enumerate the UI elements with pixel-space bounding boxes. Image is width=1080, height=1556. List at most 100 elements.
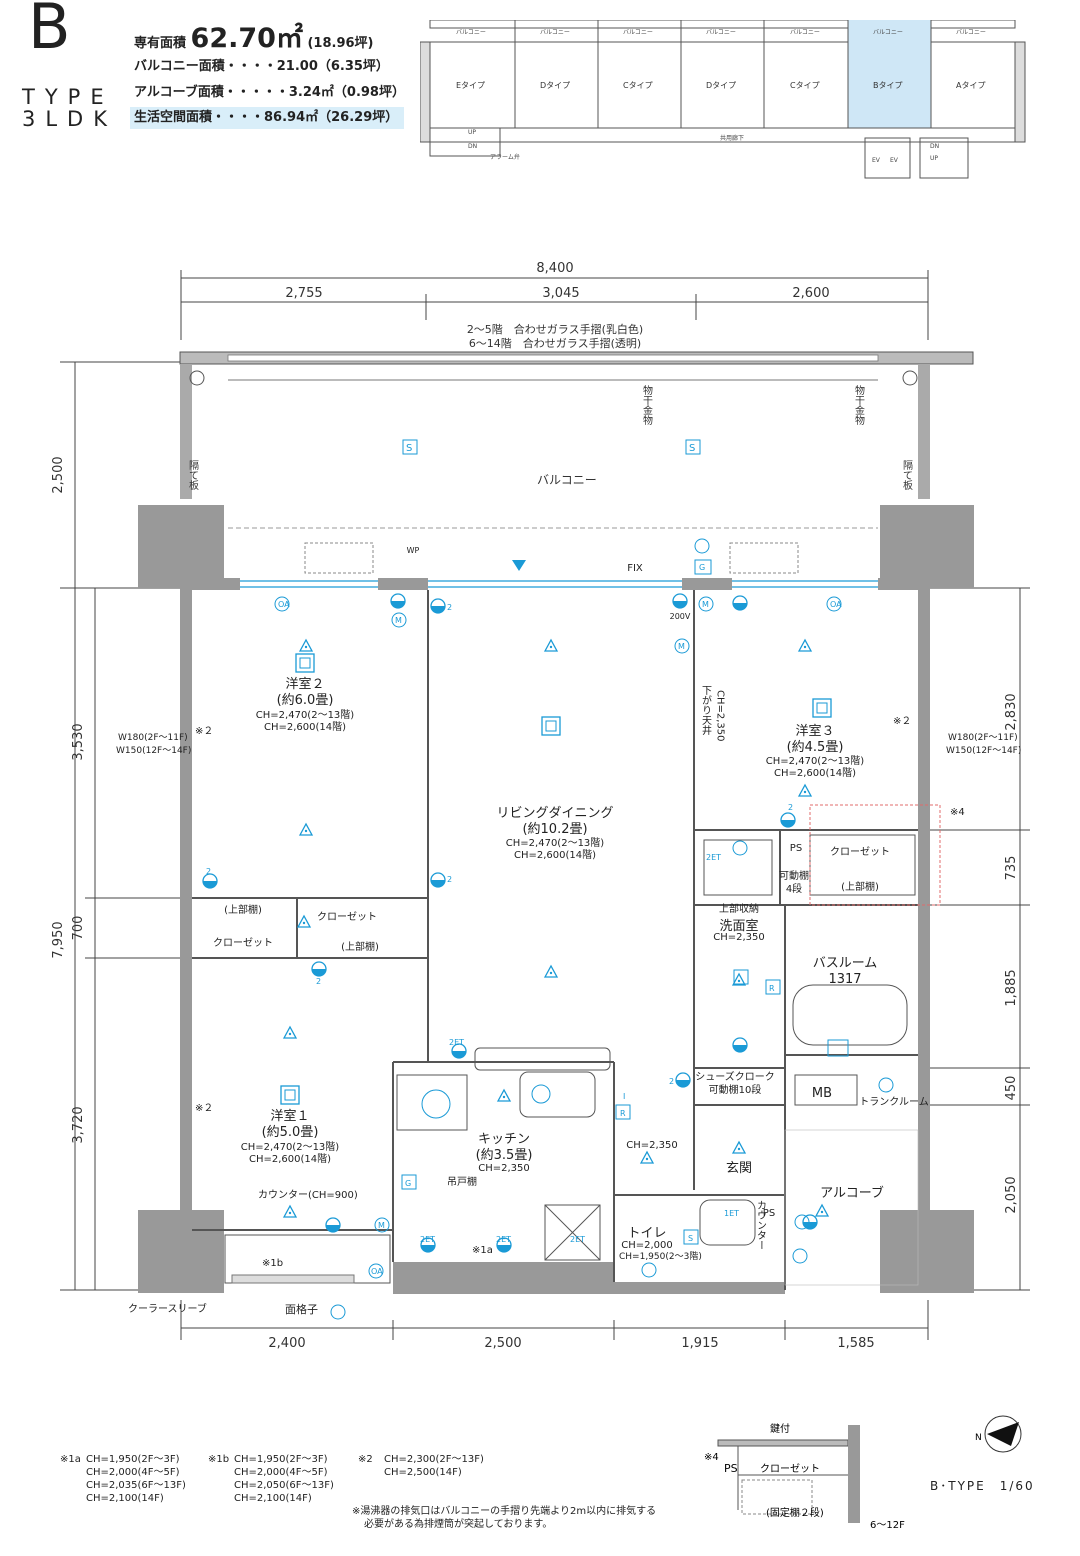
dim-left-total: 7,950 [51, 921, 66, 958]
dim-bottom-4: 1,585 [837, 1336, 874, 1351]
keyplan-ev-1: EV [872, 157, 881, 164]
exclusive-area-value: 62.70㎡ [190, 23, 303, 54]
type-word-line1: TYPE [22, 85, 114, 109]
western1-name: 洋室１ [270, 1108, 309, 1124]
key-plan: バルコニー バルコニー バルコニー バルコニー バルコニー バルコニー バルコニ… [420, 20, 1026, 179]
shoe-closet: シューズクローク [695, 1070, 775, 1083]
svg-text:M: M [378, 1221, 385, 1230]
dim-right-2: 735 [1004, 856, 1019, 881]
w180-right: W180(2F〜11F) [948, 733, 1018, 743]
drying-left: 物干金物 [641, 384, 653, 426]
keyplan-unit-d1: Dタイプ [540, 81, 570, 90]
shoe-shelf: 可動棚10段 [709, 1083, 762, 1096]
type-word: TYPE 3LDK [22, 86, 117, 130]
svg-text:2: 2 [669, 1077, 674, 1086]
inset-closet-label: クローゼット [760, 1463, 820, 1475]
footnote-1a-line: CH=2,035(6F〜13F) [86, 1480, 186, 1491]
upper-shelf-w2: (上部棚) [341, 940, 379, 953]
balcony-area: バルコニー面積・・・・21.00（6.35坪） [134, 59, 389, 74]
western3-ch1: CH=2,470(2〜13階) [766, 755, 864, 767]
exclusive-area: 専有面積 62.70㎡ (18.96坪) [134, 25, 374, 55]
svg-text:2ET: 2ET [496, 1235, 511, 1244]
fix-label: FIX [627, 563, 643, 574]
footnote-1b-line: CH=1,950(2F〜3F) [234, 1454, 328, 1465]
svg-text:2: 2 [788, 803, 793, 812]
trunk-room: トランクルーム [859, 1096, 928, 1108]
svg-text:OA: OA [371, 1267, 383, 1276]
footnote-2-line: CH=2,500(14F) [384, 1467, 462, 1478]
western2-ch2: CH=2,600(14階) [264, 721, 346, 733]
dim-right-3: 1,885 [1004, 969, 1019, 1006]
inset-floor: 6〜12F [870, 1520, 905, 1530]
kitchen-size: (約3.5畳) [476, 1148, 533, 1163]
four-tier: 4段 [786, 882, 802, 895]
exclusive-area-label: 専有面積 [134, 36, 187, 51]
footnote-1b: ※1b CH=1,950(2F〜3F) CH=2,000(4F〜5F) CH=2… [208, 1453, 334, 1505]
toilet-name: トイレ [627, 1226, 666, 1241]
keyplan-ev-2: EV [890, 157, 899, 164]
inset-lock: 鍵付 [770, 1422, 790, 1435]
keyplan-unit-a: Aタイプ [956, 81, 985, 90]
exclusive-area-tsubo: (18.96坪) [307, 36, 374, 51]
type-scale: B･TYPE 1/60 [930, 1479, 1035, 1493]
keyplan-up-2: UP [930, 155, 938, 162]
keyplan-unit-e: Eタイプ [456, 81, 485, 90]
dim-left-3: 3,720 [71, 1106, 86, 1143]
svg-text:OA: OA [278, 600, 290, 609]
keyplan-unit-b: Bタイプ [873, 81, 903, 90]
alcove-area: アルコーブ面積・・・・・3.24㎡（0.98坪） [134, 85, 405, 100]
svg-text:I: I [623, 1092, 625, 1101]
dim-bottom-1: 2,400 [268, 1336, 305, 1351]
kitchen-name: キッチン [478, 1132, 530, 1147]
svg-text:S: S [406, 443, 412, 454]
alcove-name: アルコーブ [820, 1185, 884, 1201]
dim-left-2: 700 [71, 916, 86, 941]
keyplan-alarm: アラーム弁 [490, 153, 520, 161]
svg-text:G: G [405, 1179, 411, 1188]
western1-ch1: CH=2,470(2〜13階) [241, 1141, 339, 1153]
exhaust-note-line2: 必要がある為排煙筒が突起しております。 [364, 1519, 553, 1530]
note4-label: ※4 [950, 807, 965, 818]
upper-shelf-w3: (上部棚) [841, 880, 879, 893]
closet-w3: クローゼット [830, 846, 890, 858]
bath-size: 1317 [828, 972, 861, 987]
balcony-label: バルコニー [537, 473, 597, 487]
keyplan-corridor: 共用廊下 [720, 134, 744, 142]
keyplan-balcony-3: バルコニー [623, 29, 653, 36]
footnote-1a-line: CH=1,950(2F〜3F) [86, 1454, 180, 1465]
dim-right-1: 2,830 [1004, 693, 1019, 730]
exterior-walls [138, 578, 974, 1294]
wp-label: WP [407, 546, 420, 555]
svg-text:M: M [702, 600, 709, 609]
svg-text:R: R [769, 984, 775, 993]
footnote-2: ※2 CH=2,300(2F〜13F) CH=2,500(14F) [358, 1453, 484, 1479]
svg-text:S: S [689, 443, 695, 454]
dim-bottom-3: 1,915 [681, 1336, 718, 1351]
svg-text:2: 2 [206, 867, 211, 876]
keyplan-unit-c2: Cタイプ [790, 81, 820, 90]
svg-text:2ET: 2ET [449, 1038, 464, 1047]
keyplan-balcony-5: バルコニー [790, 29, 820, 36]
note2-w3: ※２ [893, 716, 911, 727]
western2-name: 洋室２ [285, 676, 324, 692]
hall-ch: CH=2,350 [626, 1140, 678, 1151]
footnote-1b-line: CH=2,000(4F〜5F) [234, 1467, 328, 1478]
living-ch1: CH=2,470(2〜13階) [506, 837, 604, 849]
cooler-sleeve: クーラースリーブ [128, 1302, 207, 1315]
footnote-1a-line: CH=2,100(14F) [86, 1493, 164, 1504]
keyplan-balcony-1: バルコニー [456, 29, 486, 36]
toilet-ch1: CH=2,000 [621, 1240, 673, 1251]
dim-right-4: 450 [1004, 1076, 1019, 1101]
keyplan-unit-c1: Cタイプ [623, 81, 653, 90]
svg-text:OA: OA [830, 600, 842, 609]
svg-text:S: S [688, 1234, 693, 1243]
western2-ch1: CH=2,470(2〜13階) [256, 709, 354, 721]
footnote-1a: ※1a CH=1,950(2F〜3F) CH=2,000(4F〜5F) CH=2… [60, 1453, 186, 1505]
inset-shelf: (固定棚２段) [766, 1506, 824, 1519]
partition-left: 隔て板 [187, 460, 199, 491]
closet-w1: クローゼット [213, 937, 273, 949]
bathroom-name: バスルーム [813, 956, 878, 971]
v200-label: 200V [670, 612, 691, 621]
note1a-label: ※1a [472, 1245, 493, 1256]
